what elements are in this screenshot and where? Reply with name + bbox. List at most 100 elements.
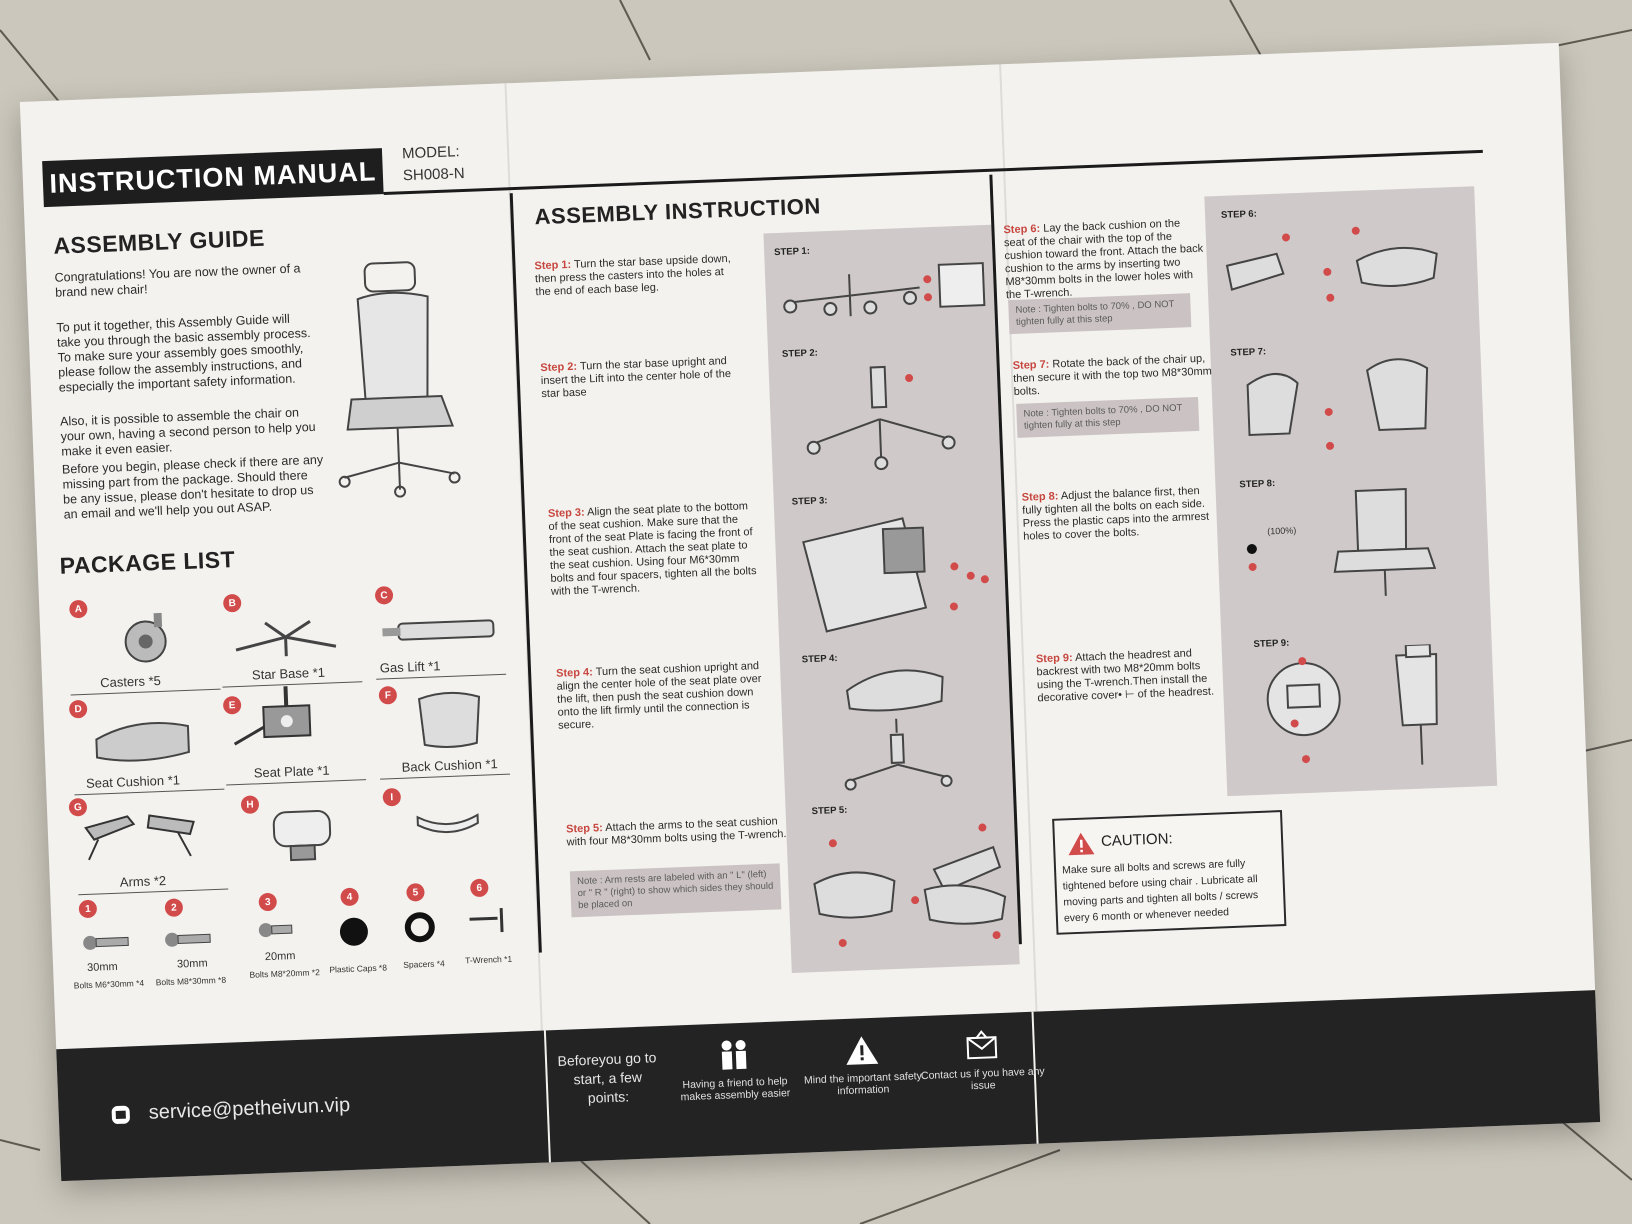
part-f: F Back Cushion *1 <box>20 43 1559 780</box>
hardware-name: T-Wrench *1 <box>464 953 513 966</box>
hardware-size: 30mm <box>86 960 118 975</box>
part-letter: I <box>382 787 402 807</box>
step-5-diagram <box>813 823 1007 947</box>
support-email: service@petheivun.vip <box>148 1094 351 1124</box>
spacer-icon <box>404 912 435 943</box>
decorative-cover-icon <box>416 813 479 834</box>
part-name: Seat Cushion *1 <box>85 772 181 791</box>
step-1-label: STEP 1: <box>773 245 811 259</box>
hardware-number: 2 <box>164 898 184 917</box>
tip-friend: Having a friend to help makes assembly e… <box>668 1037 800 1104</box>
guide-paragraph-3: Also, it is possible to assemble the cha… <box>59 405 316 459</box>
step-4-diagram <box>844 669 953 791</box>
two-people-icon <box>721 1039 747 1070</box>
hardware-number: 5 <box>406 883 425 902</box>
part-h: H <box>20 43 1559 862</box>
part-letter: F <box>378 685 398 705</box>
arms-icon <box>84 814 195 861</box>
part-c: C Gas Lift *1 <box>20 43 1559 680</box>
hardware-number: 6 <box>470 878 489 898</box>
footer-bar: service@petheivun.vip Beforeyou go to st… <box>56 990 1601 1182</box>
part-letter: B <box>222 593 242 613</box>
bolt-icon <box>165 932 211 947</box>
step-2-label: STEP 2: <box>781 347 819 360</box>
step-2-diagram <box>806 365 956 471</box>
step-3-text: Step 3: Align the seat plate to the bott… <box>547 500 757 598</box>
caution-title: CAUTION: <box>1100 830 1173 850</box>
part-letter: D <box>68 699 88 719</box>
gas-lift-icon <box>382 619 495 641</box>
step-8-text: Step 8: Adjust the balance first, then f… <box>1021 484 1210 543</box>
part-i: I <box>20 43 1559 834</box>
hardware-number: 1 <box>78 899 98 919</box>
model-value: SH008-N <box>402 164 465 185</box>
hardware-size: 20mm <box>264 950 296 964</box>
model-block: MODEL: SH008-N <box>402 141 465 187</box>
part-d: D Seat Cushion *1 <box>20 43 1559 796</box>
guide-paragraph-1: Congratulations! You are now the owner o… <box>54 261 301 300</box>
manual-title: INSTRUCTION MANUAL <box>42 148 384 208</box>
hardware-name: Bolts M8*30mm *8 <box>155 974 227 988</box>
step-5-text: Step 5: Attach the arms to the seat cush… <box>565 815 787 849</box>
part-name: Gas Lift *1 <box>379 658 441 676</box>
assembly-guide-heading: ASSEMBLY GUIDE <box>52 224 266 259</box>
step-7-diagram <box>1246 358 1429 450</box>
panel-divider-1 <box>509 193 542 953</box>
hardware-1: 1 30mm Bolts M6*30mm *4 <box>20 43 1559 991</box>
step-4-text: Step 4: Turn the seat cushion upright an… <box>555 659 762 732</box>
warning-icon <box>846 1036 879 1065</box>
tip-safety-text: Mind the important safety information <box>803 1070 923 1098</box>
hardware-name: Bolts M6*30mm *4 <box>73 977 145 991</box>
warning-icon <box>1068 832 1095 856</box>
part-name: Casters *5 <box>99 672 162 691</box>
part-a: A Casters *5 <box>20 43 1559 696</box>
hardware-name: Plastic Caps *8 <box>329 962 388 975</box>
step-6-note: Note : Tighten bolts to 70% , DO NOT tig… <box>1008 293 1192 335</box>
caster-icon <box>124 612 167 663</box>
step-6-text: Step 6: Lay the back cushion on the seat… <box>1003 217 1204 302</box>
part-letter: A <box>69 599 88 619</box>
part-e: E Seat Plate *1 <box>20 43 1559 786</box>
step-5-note: Note : Arm rests are labeled with an " L… <box>569 863 782 918</box>
tip-contact-text: Contact us if you have any issue <box>920 1065 1045 1093</box>
seat-plate-icon <box>233 686 312 746</box>
hardware-2: 2 30mm Bolts M8*30mm *8 <box>20 43 1559 987</box>
caution-text: Make sure all bolts and screws are fully… <box>1061 857 1259 925</box>
step-6-diagram <box>1225 226 1438 302</box>
part-letter: C <box>374 586 394 605</box>
hardware-size: 30mm <box>176 957 208 971</box>
bolt-icon <box>83 935 129 950</box>
model-label: MODEL: <box>401 143 460 163</box>
tip-safety: Mind the important safety information <box>796 1032 928 1099</box>
caution-box: CAUTION: Make sure all bolts and screws … <box>1052 810 1287 935</box>
part-name: Seat Plate *1 <box>253 762 330 781</box>
step-6-label: STEP 6: <box>1220 208 1257 221</box>
step-7-text: Step 7: Rotate the back of the chair up,… <box>1012 352 1213 399</box>
step-1-diagram <box>783 262 986 317</box>
t-wrench-icon <box>469 908 504 933</box>
hardware-name: Bolts M8*20mm *2 <box>249 967 321 980</box>
step-9-diagram <box>1266 643 1438 765</box>
top-rule <box>383 149 1483 196</box>
bolt-icon <box>258 923 293 938</box>
hardware-number: 4 <box>340 887 359 907</box>
office-chair-illustration <box>338 261 461 498</box>
email-icon <box>111 1105 130 1124</box>
instruction-manual-sheet: INSTRUCTION MANUAL MODEL: SH008-N ASSEMB… <box>19 42 1601 1182</box>
headrest-icon <box>272 810 332 862</box>
plastic-cap-icon <box>339 917 368 946</box>
tip-contact: Contact us if you have any issue <box>916 1027 1048 1094</box>
assembly-instruction-heading: ASSEMBLY INSTRUCTION <box>534 193 822 230</box>
step-9-text: Step 9: Attach the headrest and backrest… <box>1035 647 1215 705</box>
step-2-text: Step 2: Turn the star base upright and i… <box>540 355 732 401</box>
part-name: Star Base *1 <box>251 664 326 683</box>
part-b: B Star Base *1 <box>20 43 1559 688</box>
guide-paragraph-4: Before you begin, please check if there … <box>61 452 324 522</box>
hardware-3: 3 20mm Bolts M8*20mm *2 <box>20 43 1559 980</box>
back-cushion-icon <box>417 691 481 748</box>
hardware-4: 4 Plastic Caps *8 <box>20 43 1559 975</box>
hardware-5: 5 Spacers *4 <box>20 43 1559 970</box>
part-name: Back Cushion *1 <box>401 756 499 775</box>
part-name: Arms *2 <box>119 872 167 890</box>
step-9-label: STEP 9: <box>1253 637 1290 650</box>
